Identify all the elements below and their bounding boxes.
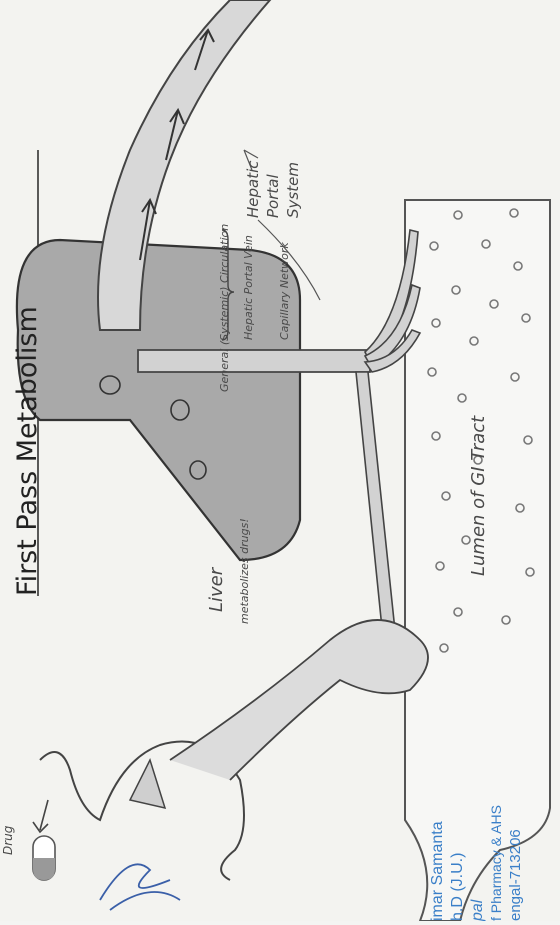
- stamp-line-1: imar Samanta: [429, 821, 446, 921]
- label-lumen: Lumen of GI Tract: [468, 415, 489, 576]
- stamp-line-3: pal: [469, 899, 486, 921]
- stamp-line-2: h.D (J.U.): [449, 853, 466, 921]
- label-general-circulation: General (Systemic) Circulation: [218, 224, 231, 392]
- stamp-line-5: engal-713206: [507, 829, 524, 921]
- pill-icon: [33, 836, 55, 880]
- label-liver: Liver: [206, 566, 227, 612]
- label-liver-note: metabolizes drugs!: [238, 518, 251, 624]
- hepatic-portal-vein: [138, 350, 370, 372]
- label-system: System: [284, 162, 302, 218]
- label-hepatic-portal-vein: Hepatic Portal Vein: [242, 235, 255, 340]
- label-drug: Drug: [1, 825, 15, 855]
- label-capillary-network: Capillary Network: [278, 242, 291, 340]
- diagram-title: First Pass Metabolism: [12, 306, 43, 596]
- label-portal: Portal: [264, 174, 282, 218]
- stamp-line-4: f Pharmacy & AHS: [488, 805, 504, 921]
- label-hepatic: Hepatic: [244, 160, 262, 218]
